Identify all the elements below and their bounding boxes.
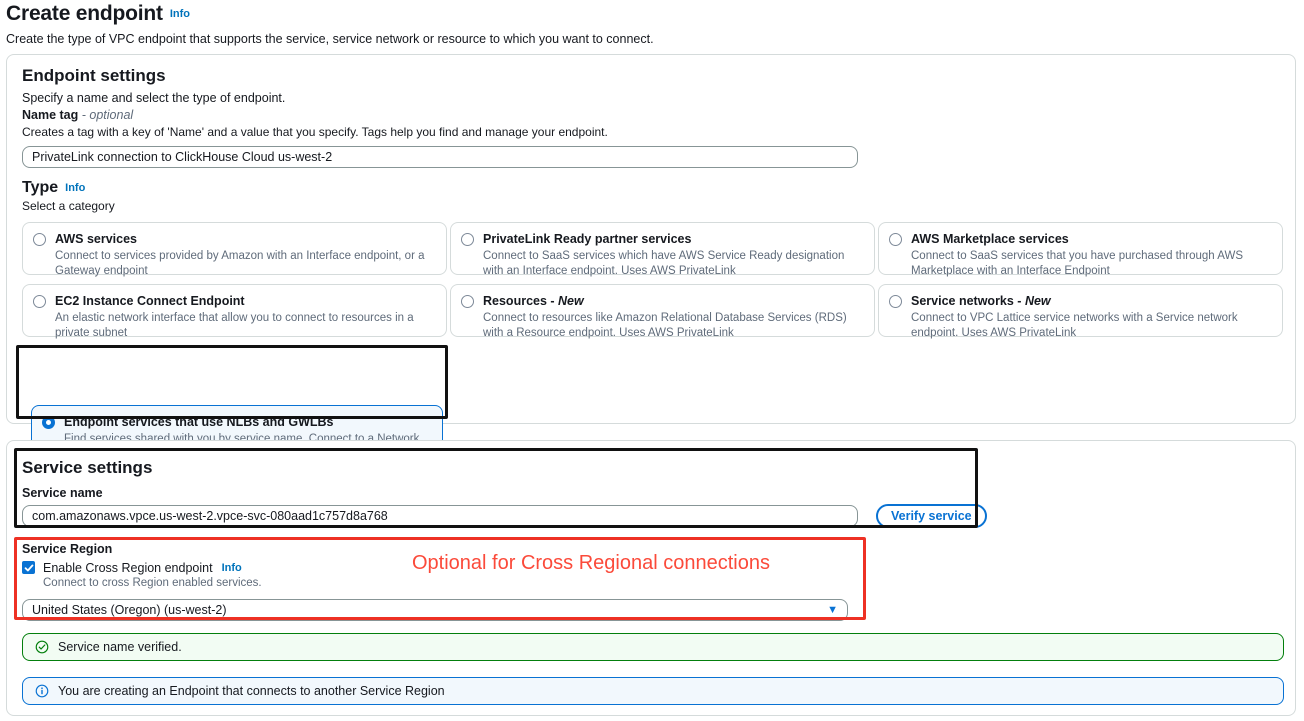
page-info-link[interactable]: Info xyxy=(169,8,191,20)
type-option-title: PrivateLink Ready partner services xyxy=(483,232,692,246)
cross-region-info-link[interactable]: Info xyxy=(221,562,242,574)
type-option-service-networks[interactable]: Service networks - New Connect to VPC La… xyxy=(878,284,1283,339)
name-tag-label-text: Name tag xyxy=(22,108,79,122)
type-option-title: AWS services xyxy=(55,232,137,246)
page-header: Create endpoint Info Create the type of V… xyxy=(6,2,1296,46)
endpoint-settings-heading: Endpoint settings Specify a name and sel… xyxy=(22,66,285,105)
radio-privatelink-ready-partner[interactable] xyxy=(461,233,474,246)
service-settings-heading: Service settings xyxy=(22,458,152,478)
name-tag-label: Name tag - optional xyxy=(22,108,867,122)
radio-service-networks[interactable] xyxy=(889,295,902,308)
cross-region-checkbox-label: Enable Cross Region endpoint xyxy=(43,561,213,575)
page-subtitle: Create the type of VPC endpoint that sup… xyxy=(6,32,654,46)
type-option-aws-services[interactable]: AWS services Connect to services provide… xyxy=(22,222,447,277)
check-circle-icon xyxy=(35,640,49,654)
name-tag-field-group: Name tag - optional Creates a tag with a… xyxy=(22,108,867,168)
type-label: Type xyxy=(22,179,59,196)
type-option-title: EC2 Instance Connect Endpoint xyxy=(55,294,245,308)
type-option-description: Connect to SaaS services that you have p… xyxy=(911,249,1243,278)
alert-success-text: Service name verified. xyxy=(58,640,182,654)
type-option-description: Connect to SaaS services which have AWS … xyxy=(483,249,845,278)
type-option-description: Connect to resources like Amazon Relatio… xyxy=(483,311,847,340)
cross-region-checkbox-row[interactable]: Enable Cross Region endpoint Info Connect… xyxy=(22,561,867,589)
radio-resources[interactable] xyxy=(461,295,474,308)
service-settings-panel: Service settings Service name com.amazon… xyxy=(6,440,1296,716)
type-option-new-badge: New xyxy=(1024,294,1051,308)
name-tag-optional-text: - optional xyxy=(81,108,134,122)
info-circle-icon xyxy=(35,684,49,698)
type-option-privatelink-ready-partner[interactable]: PrivateLink Ready partner services Conne… xyxy=(450,222,875,277)
service-region-selected-value: United States (Oregon) (us-west-2) xyxy=(32,603,227,618)
chevron-down-icon: ▼ xyxy=(827,603,838,616)
service-region-select[interactable]: United States (Oregon) (us-west-2) ▼ xyxy=(22,599,848,622)
alert-info-text: You are creating an Endpoint that connec… xyxy=(58,684,445,698)
service-name-label-text: Service name xyxy=(22,486,103,500)
verify-service-button[interactable]: Verify service xyxy=(876,504,987,528)
type-option-title: Endpoint services that use NLBs and GWLB… xyxy=(64,415,334,429)
radio-endpoint-services-nlb-gwlb[interactable] xyxy=(42,416,55,429)
type-option-description: An elastic network interface that allow … xyxy=(55,311,414,340)
type-option-resources[interactable]: Resources - New Connect to resources lik… xyxy=(450,284,875,339)
type-label-row: Type Info xyxy=(22,179,115,197)
service-name-input[interactable]: com.amazonaws.vpce.us-west-2.vpce-svc-08… xyxy=(22,505,858,527)
type-option-ec2-instance-connect[interactable]: EC2 Instance Connect Endpoint An elastic… xyxy=(22,284,447,339)
type-description: Select a category xyxy=(22,199,115,213)
page-title: Create endpoint xyxy=(6,2,163,25)
service-region-label: Service Region xyxy=(22,542,113,556)
service-settings-title: Service settings xyxy=(22,458,153,477)
annotation-cross-region-note: Optional for Cross Regional connections xyxy=(412,552,770,574)
name-tag-input[interactable]: PrivateLink connection to ClickHouse Clo… xyxy=(22,146,858,168)
type-heading-group: Type Info Select a category xyxy=(22,179,115,213)
radio-aws-services[interactable] xyxy=(33,233,46,246)
type-option-title: Resources - New xyxy=(483,294,864,310)
type-option-description: Connect to VPC Lattice service networks … xyxy=(911,311,1238,340)
endpoint-settings-subtitle: Specify a name and select the type of en… xyxy=(22,91,286,105)
service-name-label: Service name xyxy=(22,486,103,500)
cross-region-checkbox-description: Connect to cross Region enabled services… xyxy=(43,577,262,590)
cross-region-checkbox-label-row: Enable Cross Region endpoint Info xyxy=(43,561,262,575)
type-option-title: Service networks - New xyxy=(911,294,1272,310)
type-option-description: Connect to services provided by Amazon w… xyxy=(55,249,425,278)
name-tag-description: Creates a tag with a key of 'Name' and a… xyxy=(22,125,608,139)
type-option-new-badge: New xyxy=(558,294,584,308)
type-option-title: AWS Marketplace services xyxy=(911,232,1069,246)
type-option-title-text: Service networks - xyxy=(911,294,1025,308)
endpoint-settings-title: Endpoint settings xyxy=(22,66,166,85)
cross-region-checkbox[interactable] xyxy=(22,561,35,574)
type-option-title-text: Resources - xyxy=(483,294,559,308)
alert-cross-region-info: You are creating an Endpoint that connec… xyxy=(22,677,1284,705)
radio-ec2-instance-connect[interactable] xyxy=(33,295,46,308)
service-region-group: Service Region Enable Cross Region endpo… xyxy=(22,542,867,622)
endpoint-settings-panel: Endpoint settings Specify a name and sel… xyxy=(6,54,1296,476)
type-option-aws-marketplace[interactable]: AWS Marketplace services Connect to SaaS… xyxy=(878,222,1283,277)
radio-aws-marketplace[interactable] xyxy=(889,233,902,246)
alert-service-name-verified: Service name verified. xyxy=(22,633,1284,661)
type-info-link[interactable]: Info xyxy=(65,182,86,194)
